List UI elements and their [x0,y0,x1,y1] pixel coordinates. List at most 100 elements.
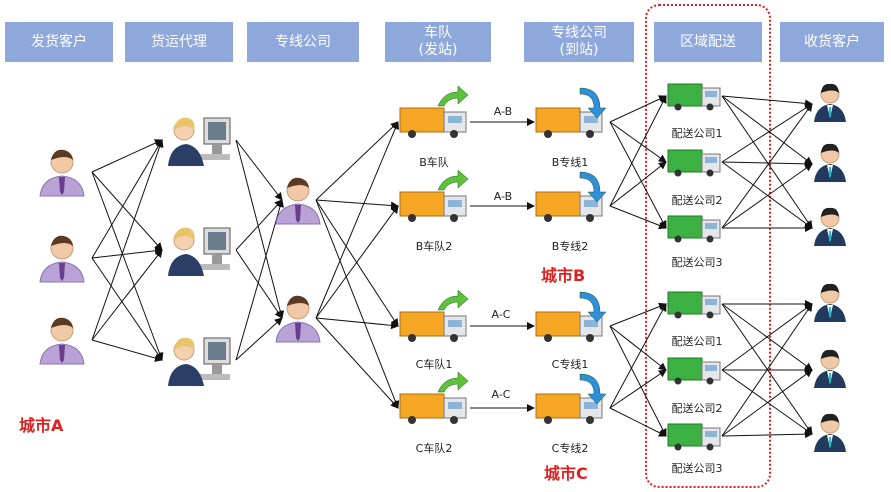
blue-arrow-icon [579,291,607,323]
green-arrow-icon [437,371,469,393]
receiver-customer-icon [814,283,846,322]
delivery-truck-icon [667,83,721,111]
receiver-customer-icon [814,83,846,122]
receiver-customer-icon [814,143,846,182]
connector-arrow [609,161,667,207]
regional-highlight-box [645,4,771,488]
cargo-truck-icon [535,87,607,138]
dest-line-label: C专线1 [551,358,589,371]
header-receiver: 收货客户 [780,22,884,62]
connector-arrow [91,171,163,251]
receiver-customer-icon [814,349,846,388]
header-dest-line: 专线公司(到站) [524,22,634,62]
cargo-truck-icon [535,373,607,424]
connector-arrow [721,103,813,229]
connector-arrow [609,325,667,371]
freight-agent-icon [168,337,231,386]
connector-arrow [235,199,283,251]
connector-arrow [609,95,667,123]
connector-arrow [609,325,667,437]
city-c-label: 城市C [544,464,588,483]
route-label: A-B [493,105,513,118]
city-a-label: 城市A [19,416,64,435]
blue-arrow-icon [579,373,607,405]
connector-arrow [609,369,667,409]
connection-lines [91,95,813,439]
city-b-label: 城市B [541,266,586,285]
green-arrow-icon [437,289,469,311]
connector-arrow [91,339,163,362]
connector-arrow [721,95,813,229]
connector-arrow [91,249,163,341]
delivery-truck-icon [667,357,721,385]
connector-arrow [315,317,399,409]
route-label: A-C [491,388,511,401]
freight-agent-icon [168,227,231,276]
connector-arrow [721,159,813,168]
connector-arrow [235,317,283,361]
connector-arrow [721,103,813,163]
delivery-truck-icon [667,423,721,451]
cargo-truck-icon [535,171,607,222]
connector-arrow [609,121,667,163]
line-company-icon [275,295,321,343]
dest-line-label: B专线1 [551,156,589,169]
connector-arrow [91,139,163,259]
route-label: A-C [491,308,511,321]
connector-arrow [721,303,813,435]
delivery-company-label: 配送公司3 [671,256,723,269]
shipper-customer-icon [39,235,85,283]
header-regional: 区域配送 [654,22,762,62]
delivery-company-label: 配送公司2 [671,194,723,207]
fleet-label: B车队 [419,156,449,169]
connector-arrow [721,369,813,437]
connector-arrow [721,430,813,439]
connector-arrow [91,139,164,341]
connector-arrow [721,95,813,108]
connector-arrow [609,407,667,437]
connector-arrow [91,257,163,361]
delivery-company-label: 配送公司1 [671,127,723,140]
fleet-label: B车队2 [415,240,453,253]
connector-arrow [721,303,813,437]
connector-arrow [609,95,667,207]
shipper-customer-icon [39,317,85,365]
cargo-truck-icon [399,169,469,222]
connector-arrow [315,121,399,319]
header-fleet: 车队(发站) [385,22,491,62]
connector-arrow [315,121,399,201]
connector-arrow [91,246,163,259]
dest-line-label: B专线2 [551,240,589,253]
header-shipper: 发货客户 [5,22,113,62]
delivery-company-label: 配送公司2 [671,402,723,415]
connector-arrow [235,199,284,361]
cargo-truck-icon [399,371,469,424]
cargo-truck-icon [535,291,607,342]
delivery-truck-icon [667,291,721,319]
connector-arrow [315,199,400,409]
line-company-icon [275,177,321,225]
connector-arrow [609,302,667,327]
connector-arrow [315,199,399,327]
connector-arrow [91,139,163,173]
delivery-company-label: 配送公司1 [671,335,723,348]
delivery-truck-icon [667,149,721,177]
shipper-customer-icon [39,149,85,197]
connector-arrow [235,139,283,201]
connector-arrow [609,205,667,230]
connector-arrow [91,171,164,361]
route-label: A-B [493,190,513,203]
cargo-truck-icon [399,85,469,138]
connector-arrow [721,95,813,165]
delivery-company-label: 配送公司3 [671,462,723,475]
connector-arrow [235,139,285,319]
fleet-label: C车队1 [415,358,453,371]
connector-arrow [721,163,813,229]
blue-arrow-icon [579,87,607,119]
connector-arrow [609,121,667,229]
fleet-label: C车队2 [415,442,453,455]
green-arrow-icon [437,169,469,191]
receiver-customer-icon [814,207,846,246]
